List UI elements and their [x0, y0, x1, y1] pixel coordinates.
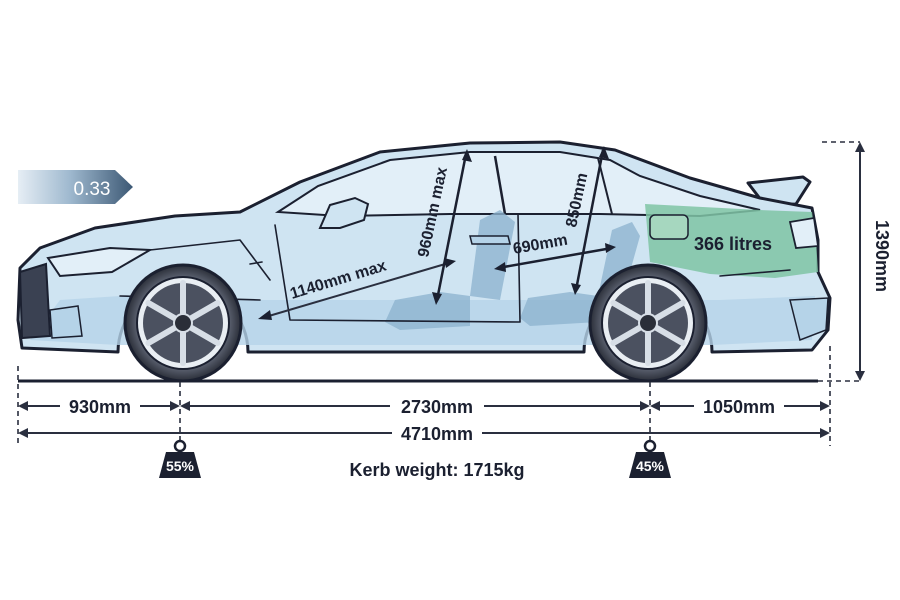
overall-dimensions: 930mm 2730mm 1050mm 4710mm: [17, 346, 831, 446]
side-mirror: [318, 196, 370, 229]
rear-overhang-label: 1050mm: [703, 397, 775, 417]
front-grille: [18, 262, 52, 340]
drag-coefficient-badge: 0.33: [18, 170, 133, 204]
front-weight-badge: 55%: [159, 439, 201, 478]
tail-light: [788, 216, 820, 249]
length-label: 4710mm: [401, 424, 473, 444]
front-overhang-label: 930mm: [69, 397, 131, 417]
drag-coefficient-value: 0.33: [74, 179, 111, 200]
wheelbase-label: 2730mm: [401, 397, 473, 417]
boot-capacity-label: 366 litres: [694, 234, 772, 254]
height-label: 1390mm: [872, 220, 892, 292]
front-wheel: [123, 263, 243, 383]
rear-wheel: [588, 263, 708, 383]
window-glass: [274, 151, 761, 218]
front-weight-distribution: 55%: [166, 458, 195, 474]
kerb-weight-label: Kerb weight: 1715kg: [349, 460, 524, 480]
headlight: [46, 246, 154, 278]
rear-weight-distribution: 45%: [636, 458, 665, 474]
height-dimension: 1390mm: [822, 141, 892, 381]
rear-weight-badge: 45%: [629, 439, 671, 478]
interior-seats: [385, 210, 640, 330]
